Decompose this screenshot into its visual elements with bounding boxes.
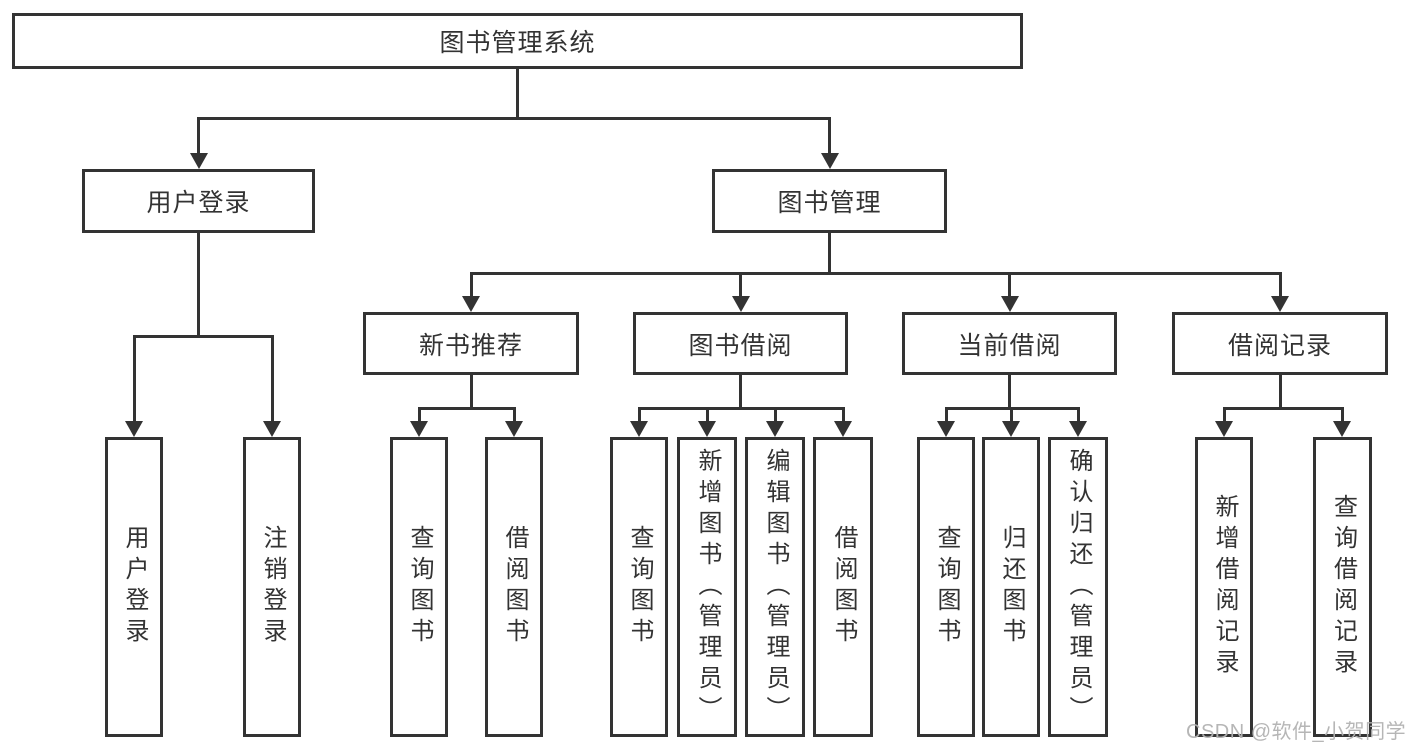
leaf-current-return-book: 归还图书 [982, 437, 1040, 737]
leaf-recommend-query-book-label: 查询图书 [406, 525, 433, 649]
node-book-management: 图书管理 [712, 169, 947, 233]
connector-root-vertical [516, 69, 519, 117]
node-borrow-records-label: 借阅记录 [1227, 331, 1332, 360]
connector-userlogin-vertical [197, 233, 200, 335]
connector-newbook-vertical [469, 375, 473, 407]
connector-userlogin-horizontal [132, 335, 274, 338]
leaf-current-return-book-label: 归还图书 [998, 525, 1025, 649]
connector-arrow-current-query [937, 407, 955, 437]
connector-arrow-current-borrow [1000, 272, 1019, 312]
leaf-current-confirm-return-admin-label: 确认归还（管理员） [1065, 447, 1092, 727]
connector-root-horizontal [197, 117, 831, 120]
connector-arrow-borrow-add [698, 407, 716, 437]
connector-arrow-book-management [820, 117, 839, 169]
leaf-borrow-borrow-book-label: 借阅图书 [830, 525, 857, 649]
node-new-book-recommend-label: 新书推荐 [418, 331, 523, 360]
leaf-borrow-query-book-label: 查询图书 [626, 525, 653, 649]
node-current-borrow-label: 当前借阅 [957, 331, 1062, 360]
connector-arrow-book-borrow [731, 272, 750, 312]
watermark: CSDN @软件_小贺同学 [1186, 721, 1405, 743]
leaf-records-add-record: 新增借阅记录 [1195, 437, 1253, 737]
node-book-management-label: 图书管理 [777, 189, 882, 217]
node-user-login: 用户登录 [82, 169, 315, 233]
leaf-records-query-record: 查询借阅记录 [1313, 437, 1372, 737]
leaf-logout-login: 注销登录 [243, 437, 301, 737]
connector-arrow-borrow-query [630, 407, 648, 437]
connector-bookborrow-horizontal [637, 407, 845, 410]
leaf-records-query-record-label: 查询借阅记录 [1329, 494, 1357, 680]
node-book-borrow: 图书借阅 [633, 312, 848, 375]
connector-arrow-records-query [1333, 407, 1351, 437]
connector-records-vertical [1278, 375, 1282, 407]
connector-arrow-borrow-edit [766, 407, 784, 437]
connector-arrow-borrow-borrow [834, 407, 852, 437]
connector-arrow-newbook-borrow [505, 407, 523, 437]
connector-newbook-horizontal [417, 407, 516, 410]
connector-arrow-user-login [189, 117, 208, 169]
leaf-recommend-query-book: 查询图书 [390, 437, 448, 737]
leaf-current-query-book-label: 查询图书 [933, 525, 960, 649]
leaf-borrow-edit-book-admin: 编辑图书（管理员） [745, 437, 805, 737]
node-book-borrow-label: 图书借阅 [688, 331, 793, 360]
node-new-book-recommend: 新书推荐 [363, 312, 579, 375]
leaf-records-add-record-label: 新增借阅记录 [1211, 494, 1238, 680]
node-current-borrow: 当前借阅 [902, 312, 1117, 375]
connector-currentborrow-vertical [1008, 375, 1011, 407]
node-borrow-records: 借阅记录 [1172, 312, 1388, 375]
leaf-borrow-add-book-admin: 新增图书（管理员） [677, 437, 737, 737]
leaf-current-confirm-return-admin: 确认归还（管理员） [1048, 437, 1108, 737]
node-user-login-label: 用户登录 [146, 189, 251, 217]
connector-arrow-records-add [1215, 407, 1233, 437]
connector-arrow-borrow-records [1271, 272, 1289, 312]
leaf-borrow-edit-book-admin-label: 编辑图书（管理员） [762, 447, 789, 727]
connector-bookborrow-vertical [739, 375, 742, 407]
leaf-recommend-borrow-book: 借阅图书 [485, 437, 543, 737]
connector-arrow-new-book [462, 272, 480, 312]
connector-arrow-newbook-query [410, 407, 428, 437]
connector-records-horizontal [1222, 407, 1344, 410]
connector-bookmgmt-vertical [828, 233, 831, 272]
leaf-borrow-add-book-admin-label: 新增图书（管理员） [694, 447, 721, 727]
connector-arrow-leaf-logout [263, 335, 281, 437]
leaf-user-login: 用户登录 [105, 437, 163, 737]
connector-arrow-current-return [1002, 407, 1020, 437]
leaf-borrow-borrow-book: 借阅图书 [813, 437, 873, 737]
node-root-label: 图书管理系统 [439, 29, 596, 57]
leaf-logout-login-label: 注销登录 [259, 525, 286, 649]
leaf-current-query-book: 查询图书 [917, 437, 975, 737]
connector-arrow-current-confirm [1069, 407, 1087, 437]
connector-arrow-leaf-user-login [125, 335, 143, 437]
connector-bookmgmt-horizontal [469, 272, 1282, 275]
node-root: 图书管理系统 [12, 13, 1023, 69]
leaf-recommend-borrow-book-label: 借阅图书 [501, 525, 528, 649]
leaf-borrow-query-book: 查询图书 [610, 437, 668, 737]
leaf-user-login-label: 用户登录 [121, 525, 148, 649]
